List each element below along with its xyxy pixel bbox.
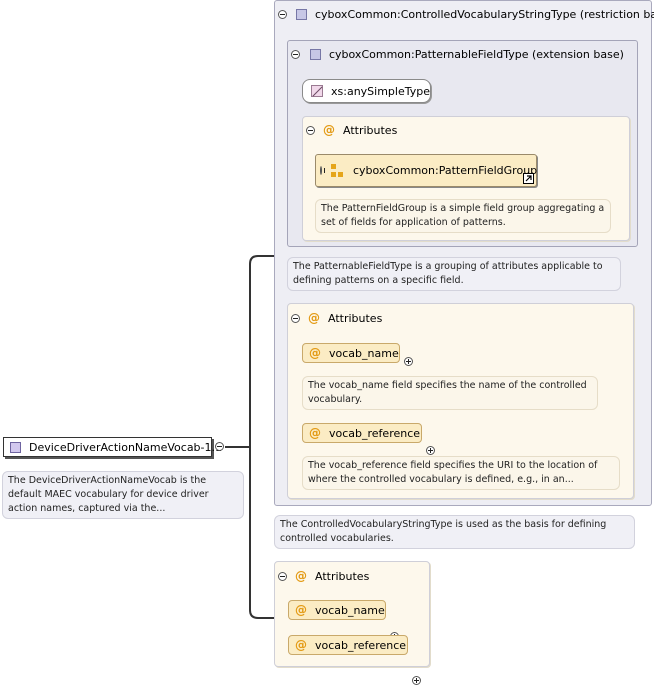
outer-attributes-header[interactable]: @ Attributes bbox=[278, 569, 369, 583]
expand-icon[interactable] bbox=[412, 676, 421, 685]
collapse-icon[interactable] bbox=[306, 125, 315, 135]
collapse-icon[interactable] bbox=[291, 50, 300, 59]
attribute-vocab-name[interactable]: @ vocab_name bbox=[302, 343, 400, 363]
attribute-icon: @ bbox=[295, 638, 307, 652]
simple-type-icon bbox=[311, 85, 323, 97]
extension-base-title: cyboxCommon:PatternableFieldType (extens… bbox=[329, 48, 624, 61]
attribute-name: vocab_name bbox=[315, 603, 385, 617]
expand-icon[interactable] bbox=[426, 446, 435, 455]
root-element-name: DeviceDriverActionNameVocab-1.1 bbox=[29, 440, 223, 454]
attribute-name: vocab_reference bbox=[315, 638, 407, 652]
reference-arrow-icon bbox=[523, 173, 534, 184]
restriction-base-title: cyboxCommon:ControlledVocabularyStringTy… bbox=[315, 8, 654, 21]
element-icon bbox=[10, 441, 21, 453]
attribute-vocab-name[interactable]: @ vocab_name bbox=[288, 600, 386, 620]
attribute-group-icon bbox=[331, 163, 345, 178]
attribute-name: vocab_name bbox=[329, 346, 399, 360]
attribute-icon: @ bbox=[295, 569, 307, 583]
extension-attributes-header[interactable]: @ Attributes bbox=[306, 123, 397, 137]
group-ref-doc: The PatternFieldGroup is a simple field … bbox=[315, 199, 611, 233]
pattern-field-group-ref[interactable]: cyboxCommon:PatternFieldGroup bbox=[315, 154, 537, 187]
expand-icon[interactable] bbox=[404, 357, 413, 366]
attribute-icon: @ bbox=[323, 123, 335, 137]
attribute-icon: @ bbox=[309, 426, 321, 440]
root-element[interactable]: DeviceDriverActionNameVocab-1.1 bbox=[3, 437, 222, 457]
attributes-label: Attributes bbox=[328, 311, 383, 325]
attribute-icon: @ bbox=[295, 603, 307, 617]
restriction-base-header[interactable]: cyboxCommon:ControlledVocabularyStringTy… bbox=[278, 8, 654, 21]
simple-type-name: xs:anySimpleType bbox=[331, 84, 430, 98]
root-doc: The DeviceDriverActionNameVocab is the d… bbox=[2, 471, 244, 519]
complex-type-icon bbox=[296, 9, 307, 20]
connector-lines bbox=[225, 255, 274, 619]
extension-base-doc: The PatternableFieldType is a grouping o… bbox=[287, 257, 621, 291]
collapse-icon[interactable] bbox=[278, 10, 287, 19]
collapse-icon[interactable] bbox=[278, 571, 287, 581]
root-collapse-icon[interactable] bbox=[215, 442, 224, 451]
vocab-reference-doc: The vocab_reference field specifies the … bbox=[302, 456, 620, 490]
attribute-name: vocab_reference bbox=[329, 426, 421, 440]
restriction-base-doc: The ControlledVocabularyStringType is us… bbox=[274, 515, 635, 549]
attribute-icon: @ bbox=[309, 346, 321, 360]
group-ref-name: cyboxCommon:PatternFieldGroup bbox=[353, 164, 538, 177]
attributes-label: Attributes bbox=[343, 123, 398, 137]
attribute-vocab-reference[interactable]: @ vocab_reference bbox=[302, 423, 422, 443]
simple-type-pill[interactable]: xs:anySimpleType bbox=[302, 79, 431, 103]
complex-type-icon bbox=[310, 49, 321, 60]
extension-base-header[interactable]: cyboxCommon:PatternableFieldType (extens… bbox=[291, 48, 624, 61]
attribute-icon: @ bbox=[308, 311, 320, 325]
expand-icon[interactable] bbox=[320, 166, 325, 175]
attribute-vocab-reference[interactable]: @ vocab_reference bbox=[288, 635, 408, 655]
vocab-name-doc: The vocab_name field specifies the name … bbox=[302, 376, 598, 410]
inner-attributes-header[interactable]: @ Attributes bbox=[291, 311, 382, 325]
collapse-icon[interactable] bbox=[291, 313, 300, 323]
attributes-label: Attributes bbox=[315, 569, 370, 583]
